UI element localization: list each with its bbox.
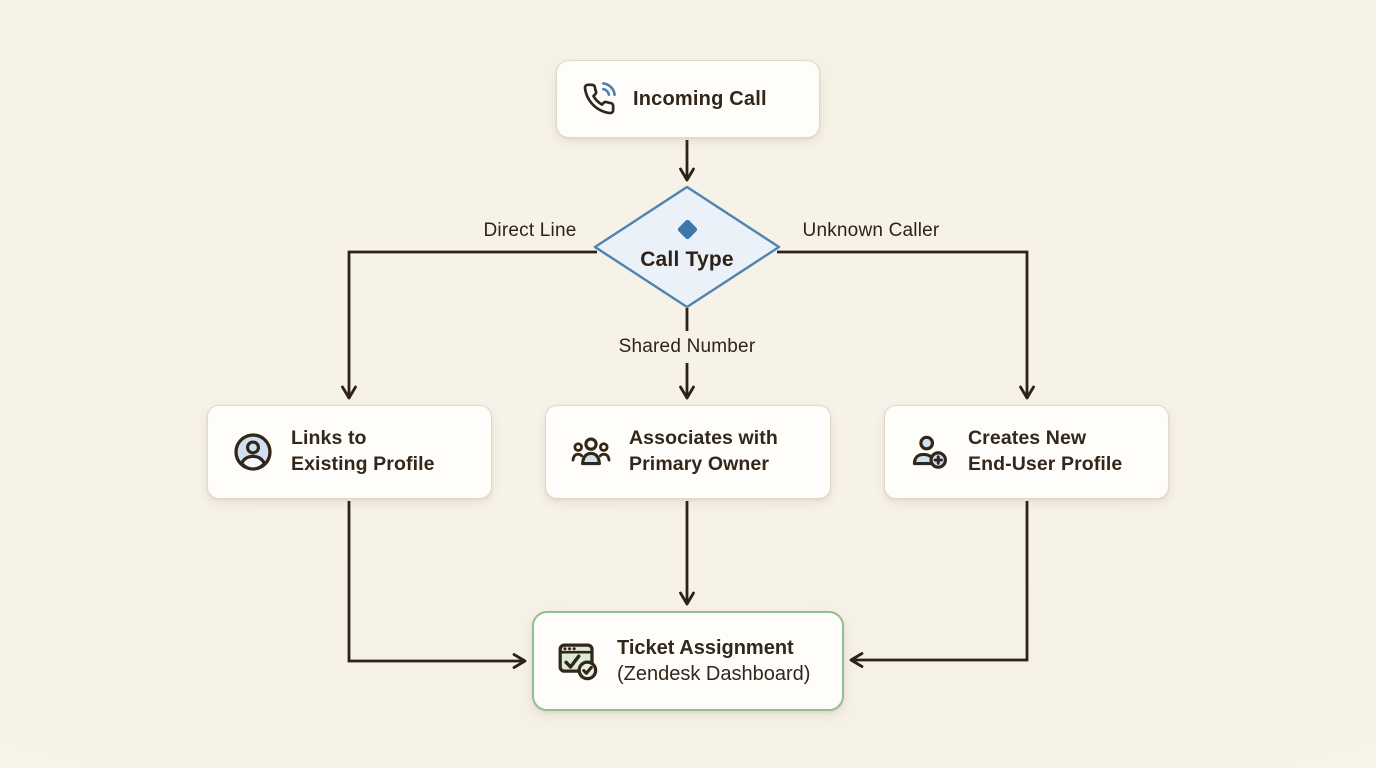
label-line-2: Primary Owner — [629, 453, 770, 475]
call-type-diamond-shape — [593, 185, 781, 309]
label-line-1: Links to — [291, 427, 367, 450]
ticket-assignment-label: Ticket Assignment (Zendesk Dashboard) — [617, 635, 810, 688]
creates-new-end-user-profile-node: Creates New End-User Profile — [884, 405, 1169, 499]
incoming-call-node: Incoming Call — [556, 60, 820, 138]
associates-primary-owner-node: Associates with Primary Owner — [545, 405, 831, 499]
edge-direct-line — [341, 250, 597, 400]
user-circle-icon — [232, 431, 274, 473]
user-plus-icon — [909, 431, 951, 473]
creates-new-end-user-profile-label: Creates New End-User Profile — [968, 426, 1122, 477]
label-line-1: Ticket Assignment — [617, 636, 794, 659]
incoming-call-label: Incoming Call — [633, 87, 767, 110]
links-existing-profile-node: Links to Existing Profile — [207, 405, 492, 499]
label-line-2: (Zendesk Dashboard) — [617, 663, 811, 685]
browser-check-icon — [555, 638, 601, 684]
edge-existing-to-ticket — [347, 501, 527, 669]
unknown-caller-edge-label: Unknown Caller — [802, 220, 940, 241]
users-group-icon — [570, 431, 612, 473]
edge-unknown-caller — [777, 250, 1035, 400]
phone-call-icon — [582, 82, 616, 116]
links-existing-profile-label: Links to Existing Profile — [291, 426, 435, 477]
label-line-2: End-User Profile — [968, 453, 1123, 475]
edge-newprofile-to-ticket — [849, 501, 1029, 668]
associates-primary-owner-label: Associates with Primary Owner — [629, 426, 778, 477]
label-line-1: Associates with — [629, 427, 778, 450]
label-line-2: Existing Profile — [291, 453, 435, 475]
label-line-1: Creates New — [968, 427, 1087, 450]
ticket-assignment-node: Ticket Assignment (Zendesk Dashboard) — [532, 611, 844, 711]
direct-line-edge-label: Direct Line — [483, 220, 577, 241]
shared-number-edge-label: Shared Number — [618, 336, 756, 357]
